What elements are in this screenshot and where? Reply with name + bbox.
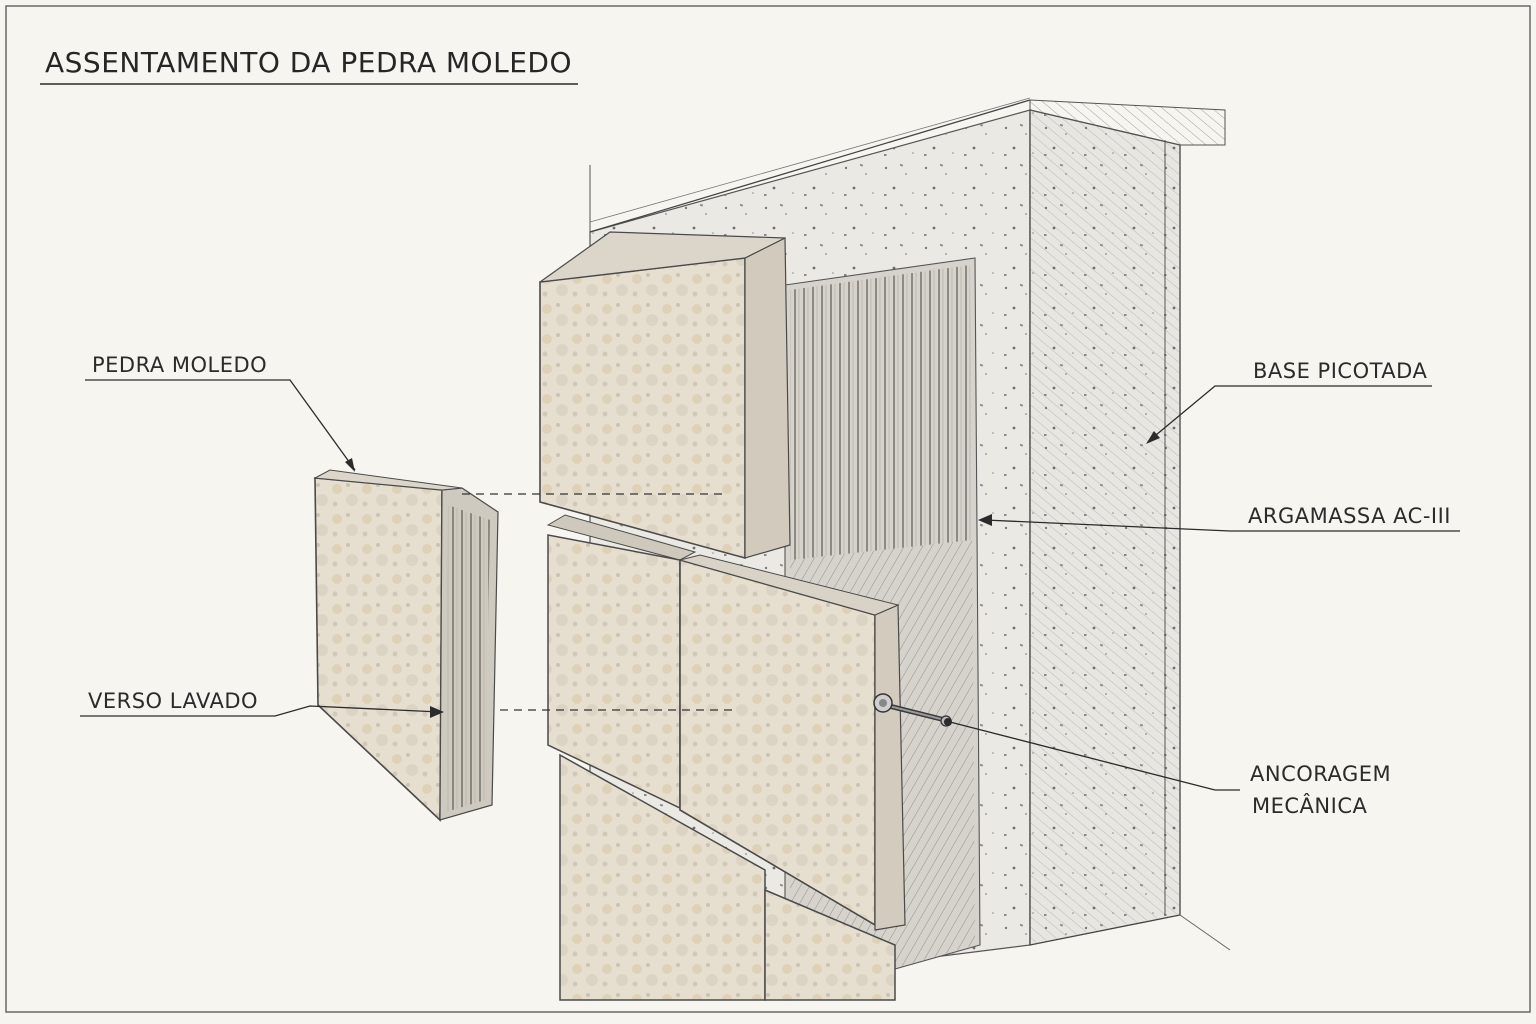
leader-ancoragem [949, 721, 1240, 791]
arrow-pedra-moledo [345, 458, 355, 472]
detached-stone [313, 469, 499, 822]
label-argamassa: ARGAMASSA AC-III [1248, 504, 1451, 528]
leader-verso-lavado [80, 705, 441, 717]
arrow-base-picotada [1146, 431, 1160, 444]
leader-base-picotada [1149, 385, 1432, 441]
marker-ancoragem [944, 718, 952, 726]
mechanical-anchor [873, 693, 952, 727]
label-ancoragem-line1: ANCORAGEM [1250, 762, 1391, 786]
arrow-verso-lavado [430, 706, 444, 718]
label-ancoragem-line2: MECÂNICA [1252, 793, 1367, 818]
drawing-title: ASSENTAMENTO DA PEDRA MOLEDO [45, 46, 572, 79]
picked-base-layer [1029, 99, 1231, 951]
label-base-picotada: BASE PICOTADA [1253, 359, 1427, 383]
installed-stone-bottom [559, 753, 896, 1001]
leader-pedra-moledo [85, 379, 356, 471]
arrow-argamassa [978, 514, 992, 526]
installed-stone-lower-right [678, 554, 906, 931]
label-pedra-moledo: PEDRA MOLEDO [92, 353, 267, 377]
installed-stone-upper [539, 231, 791, 560]
leader-argamassa [984, 519, 1460, 532]
installed-stone-lower-left [546, 514, 697, 810]
sheet-border [5, 5, 1531, 1013]
label-verso-lavado: VERSO LAVADO [88, 689, 258, 713]
